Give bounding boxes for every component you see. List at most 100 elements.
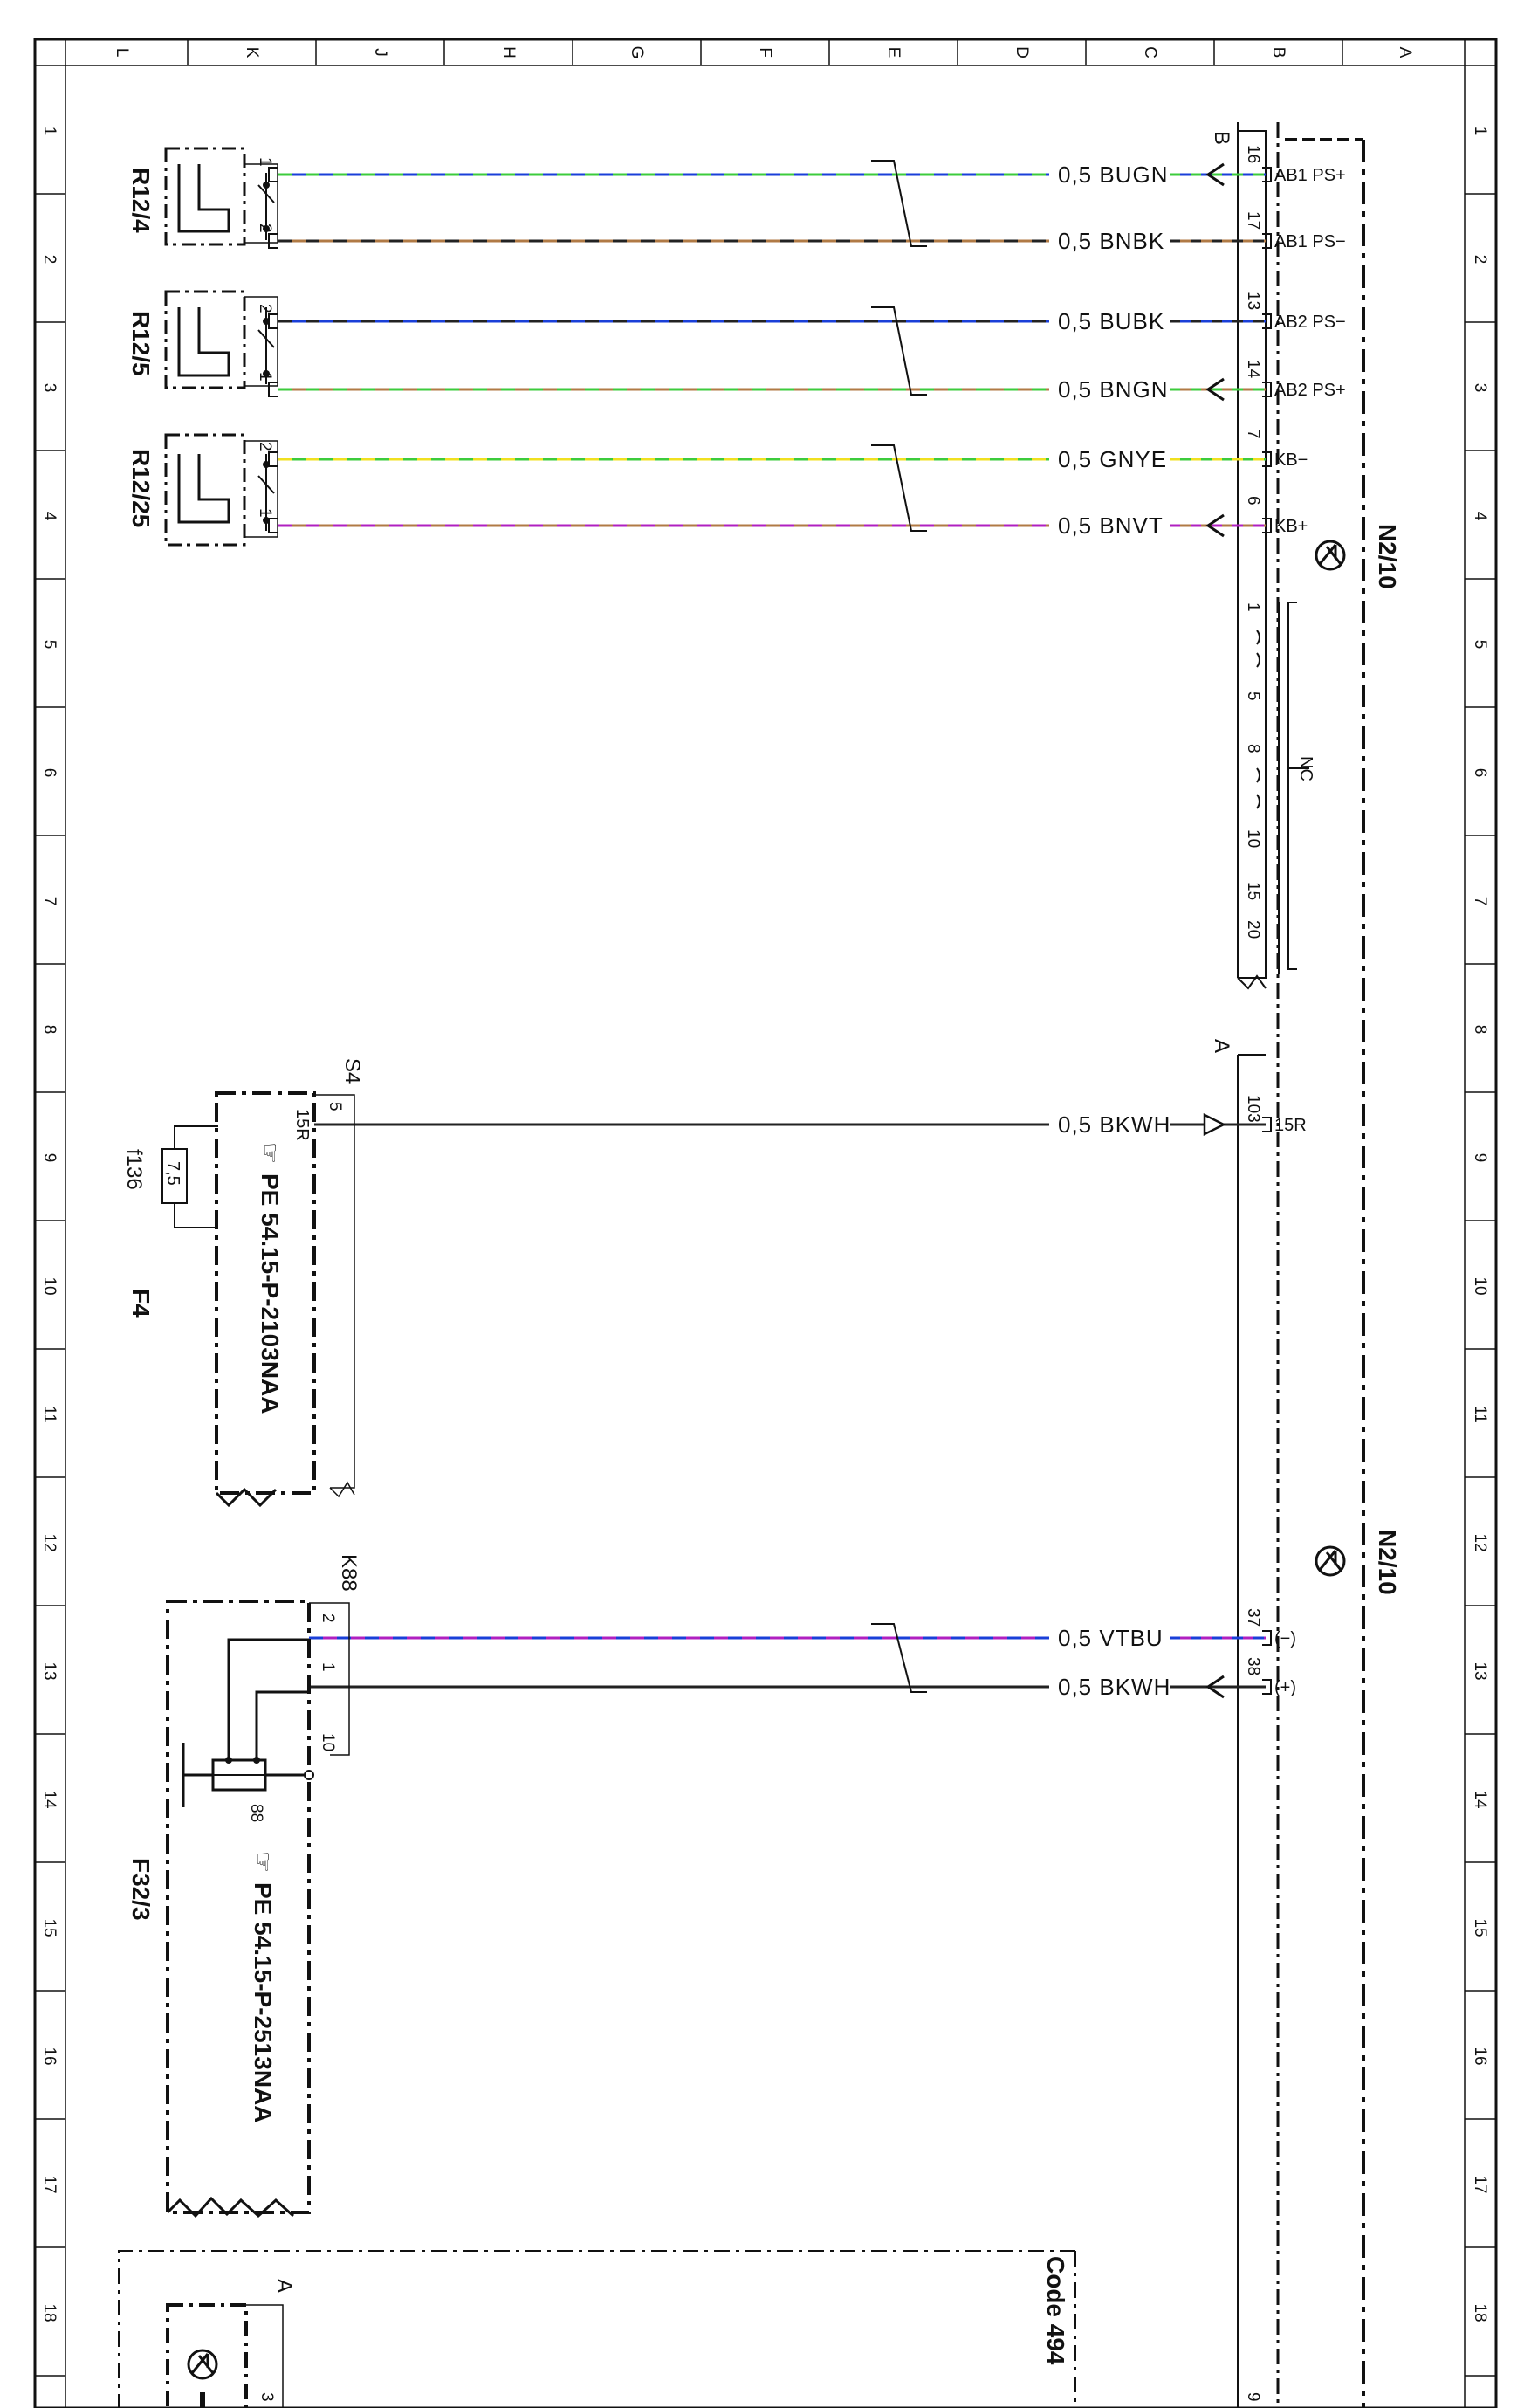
row-label: 4 xyxy=(1471,512,1489,521)
fuse-box-f4: S4 5 15R 7,5 f136 F4 ☞ PE 54.15-P-2103NA… xyxy=(122,1058,364,1508)
row-label: 10 xyxy=(1471,1276,1489,1295)
pin-terminal xyxy=(268,167,278,182)
relay-pin-2: 2 xyxy=(319,1613,337,1623)
connector-a-label: A xyxy=(1210,1039,1233,1053)
pin-number: 14 xyxy=(1244,360,1262,379)
fuse-box-f32-3: K88 2 1 10 88 F32/3 ☞ PE 54.15-P-2513NAA xyxy=(127,1554,360,2219)
row-label: 8 xyxy=(40,1025,58,1035)
sensor-r12-5: R12/5 xyxy=(127,290,278,389)
col-label: F xyxy=(756,47,774,58)
transistor-icon xyxy=(1315,540,1346,571)
col-label: K xyxy=(243,47,261,58)
connector-arrow-icon xyxy=(1205,1675,1225,1699)
connector-b-label: B xyxy=(1210,131,1233,145)
col-label: H xyxy=(499,46,518,58)
wire-label: 0,5 BKWH xyxy=(1058,1674,1171,1700)
row-label: 11 xyxy=(40,1406,58,1423)
wire-label: 0,5 BUBK xyxy=(1058,308,1164,334)
row-label: 14 xyxy=(40,1790,58,1809)
pin-number: 103 xyxy=(1244,1095,1262,1123)
ref-pe-2513: PE 54.15-P-2513NAA xyxy=(250,1882,277,2122)
row-label: 16 xyxy=(1471,2047,1489,2065)
sensor-pin-number: 2 xyxy=(256,442,274,451)
pointer-icon: ☞ xyxy=(250,1851,277,1873)
row-label: 17 xyxy=(1471,2175,1489,2193)
pin-terminal xyxy=(1262,518,1272,533)
row-labels-right: 1 2 3 4 5 6 7 8 9 10 11 12 13 14 15 16 1… xyxy=(1471,127,1489,2322)
row-label: 11 xyxy=(1471,1406,1489,1423)
pin-number: 13 xyxy=(1244,292,1262,310)
row-label: 13 xyxy=(40,1662,58,1680)
wire-label: 0,5 VTBU xyxy=(1058,1625,1164,1651)
pin-label: KB+ xyxy=(1274,517,1308,536)
row-label: 13 xyxy=(1471,1662,1489,1680)
sensor-r12-4: R12/4 xyxy=(127,147,278,246)
ref-pe-2103: PE 54.15-P-2103NAA xyxy=(257,1173,284,1414)
row-label: 12 xyxy=(1471,1533,1489,1551)
pin-terminal xyxy=(268,313,278,329)
col-label: G xyxy=(628,46,646,59)
row-label: 4 xyxy=(40,512,58,521)
pin-terminal xyxy=(1262,1679,1272,1695)
pin-3: 3 xyxy=(257,2392,276,2402)
pin-terminal xyxy=(1262,313,1272,329)
nc-pin: 15 xyxy=(1244,882,1262,900)
twisted-pair-symbol xyxy=(871,306,927,396)
pin-label: 15R xyxy=(1274,1116,1307,1135)
pin-terminal xyxy=(268,451,278,467)
pin-number: 16 xyxy=(1244,145,1262,163)
code-494-box: Code 494 A 3 9 xyxy=(118,2250,1262,2408)
transistor-icon xyxy=(187,2349,218,2380)
component-label-r12-25: R12/25 xyxy=(127,449,154,527)
transistor-icon xyxy=(1315,1545,1346,1577)
column-dividers xyxy=(187,39,1343,65)
pin-terminal xyxy=(1262,1117,1272,1132)
row-label: 6 xyxy=(40,768,58,778)
pin-number: 17 xyxy=(1244,211,1262,230)
component-label-n2-10: N2/10 xyxy=(1374,1530,1401,1595)
connector-arrow-icon xyxy=(1203,1112,1226,1137)
sensor-pin-number: 1 xyxy=(256,508,274,518)
row-label: 5 xyxy=(1471,640,1489,650)
col-label: D xyxy=(1013,46,1031,58)
row-label: 3 xyxy=(1471,383,1489,393)
row-label: 12 xyxy=(40,1533,58,1551)
pin-terminal xyxy=(1262,1630,1272,1646)
sensor-pin-number: 2 xyxy=(256,304,274,313)
col-label: B xyxy=(1269,47,1287,58)
row-label: 7 xyxy=(40,897,58,906)
sheet-frame xyxy=(33,38,1498,2408)
pin-label: AB2 PS+ xyxy=(1274,381,1346,400)
nc-label: NC xyxy=(1296,756,1315,781)
nc-pin: 8 xyxy=(1244,744,1262,753)
row-label: 15 xyxy=(1471,1918,1489,1937)
pin-terminal xyxy=(1262,451,1272,467)
col-label: E xyxy=(884,47,903,58)
pin-terminal xyxy=(1262,233,1272,249)
row-labels-left: 1 2 3 4 5 6 7 8 9 10 11 12 13 14 15 16 1… xyxy=(40,127,58,2322)
relay-label-k88: K88 xyxy=(337,1554,360,1592)
pin-5: 5 xyxy=(326,1102,344,1111)
pin-number: 6 xyxy=(1244,496,1262,506)
twisted-pair-symbol xyxy=(871,160,927,247)
pin-label: AB1 PS− xyxy=(1274,232,1346,251)
row-label: 2 xyxy=(1471,255,1489,265)
sensor-r12-25: R12/25 xyxy=(127,433,278,547)
n2-10-control-unit: B A N2/10 N2/10 xyxy=(1210,122,1401,2408)
sensor-pin-number: 1 xyxy=(256,157,274,167)
col-label: A xyxy=(1396,47,1414,58)
pin-number: 37 xyxy=(1244,1608,1262,1627)
row-label: 17 xyxy=(40,2175,58,2193)
pin-terminal xyxy=(268,233,278,249)
connector-a-label: A xyxy=(272,2279,296,2293)
component-label-r12-4: R12/4 xyxy=(127,168,154,233)
row-label: 10 xyxy=(40,1276,58,1295)
nc-pin: 20 xyxy=(1244,920,1262,939)
